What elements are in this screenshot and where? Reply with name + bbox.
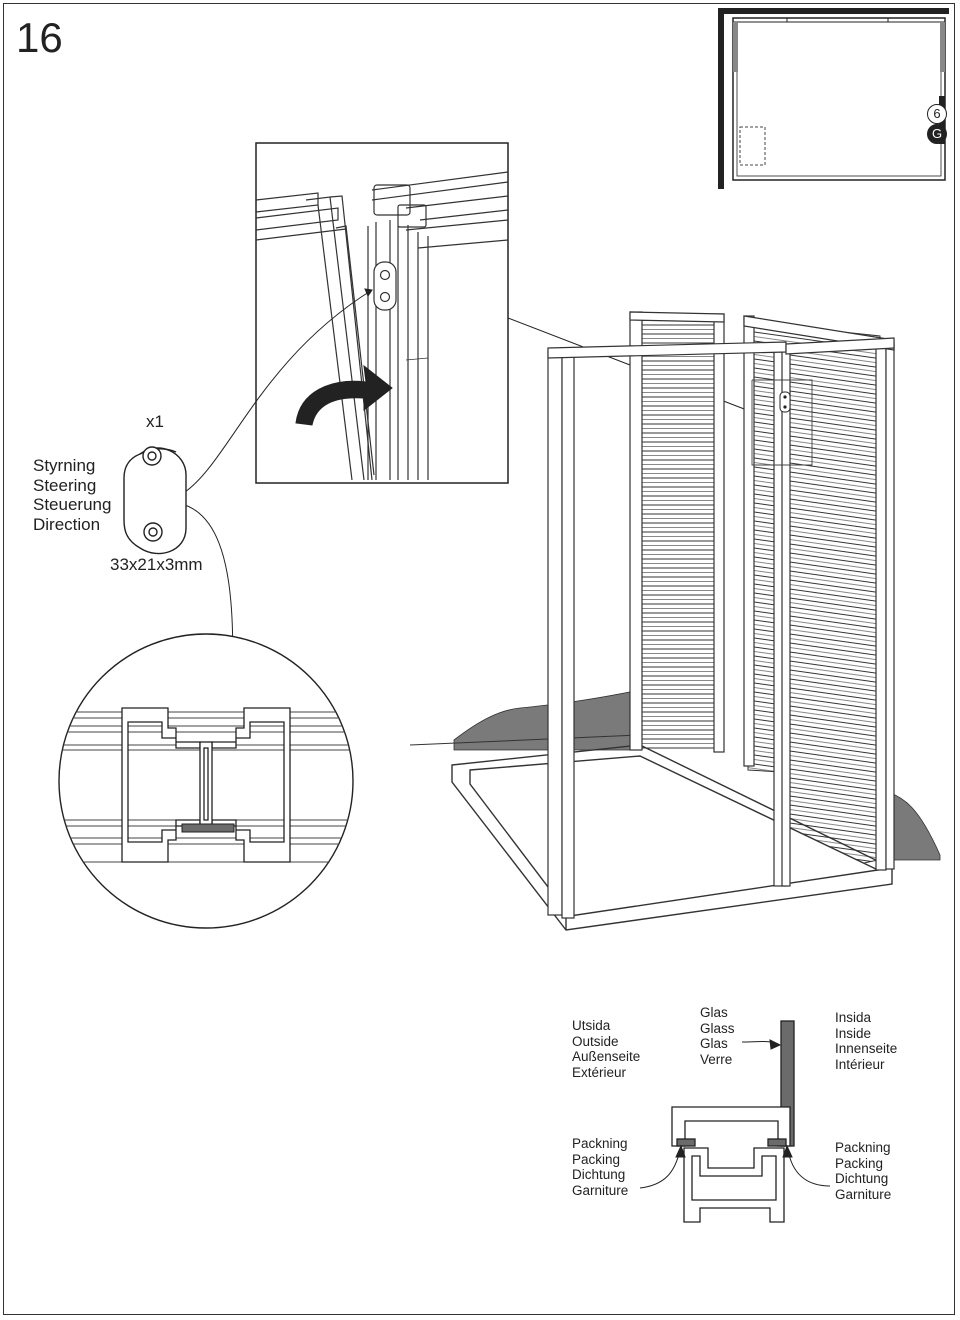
inside-label-de: Innenseite: [835, 1041, 898, 1057]
inside-label-sv: Insida: [835, 1010, 872, 1025]
packing-left-de: Dichtung: [572, 1167, 626, 1183]
outside-label-fr: Extérieur: [572, 1064, 627, 1080]
glass-label-fr: Verre: [700, 1051, 733, 1067]
glass-label-de: Glas: [700, 1036, 728, 1052]
floor-plan-diagram: [718, 8, 949, 189]
part-dimensions: 33x21x3mm: [110, 555, 203, 574]
plan-badge-number: 6: [927, 104, 947, 124]
packing-right-sv: Packning: [835, 1140, 891, 1155]
part-name-labels: Styrning Steering Steuerung Direction: [33, 456, 111, 534]
plan-badge-letter: G: [927, 124, 947, 144]
glass-label-sv: Glas: [700, 1005, 728, 1020]
packing-right-fr: Garniture: [835, 1186, 892, 1202]
packing-left-sv: Packning: [572, 1136, 628, 1151]
packing-label-right: Packning Packing Dichtung Garniture: [835, 1140, 891, 1202]
packing-left-en: Packing: [572, 1151, 621, 1167]
outside-label-en: Outside: [572, 1033, 619, 1049]
packing-left-fr: Garniture: [572, 1182, 629, 1198]
part-name-fr: Direction: [33, 514, 101, 534]
guide-part: [123, 446, 187, 555]
part-name-de: Steuerung: [33, 495, 112, 514]
part-name-sv: Styrning: [33, 456, 96, 475]
inside-label-en: Inside: [835, 1025, 872, 1041]
part-name-en: Steering: [33, 475, 97, 495]
inside-label-fr: Intérieur: [835, 1056, 885, 1072]
packing-label-left: Packning Packing Dichtung Garniture: [572, 1136, 628, 1198]
glass-label: Glas Glass Glas Verre: [700, 1005, 735, 1067]
outside-label-sv: Utsida: [572, 1018, 611, 1033]
part-quantity: x1: [146, 412, 164, 431]
inside-label: Insida Inside Innenseite Intérieur: [835, 1010, 897, 1072]
packing-right-en: Packing: [835, 1155, 884, 1171]
glass-label-en: Glass: [700, 1020, 735, 1036]
step-number: 16: [16, 14, 63, 61]
glazing-section-diagram: [671, 1020, 795, 1223]
outside-label: Utsida Outside Außenseite Extérieur: [572, 1018, 640, 1080]
packing-right-de: Dichtung: [835, 1171, 889, 1187]
outside-label-de: Außenseite: [572, 1049, 641, 1065]
profile-cross-section-detail: [58, 633, 354, 929]
greenhouse-frame: [451, 311, 895, 931]
zoom-detail-box: [255, 142, 509, 484]
page-border: [3, 3, 955, 1315]
